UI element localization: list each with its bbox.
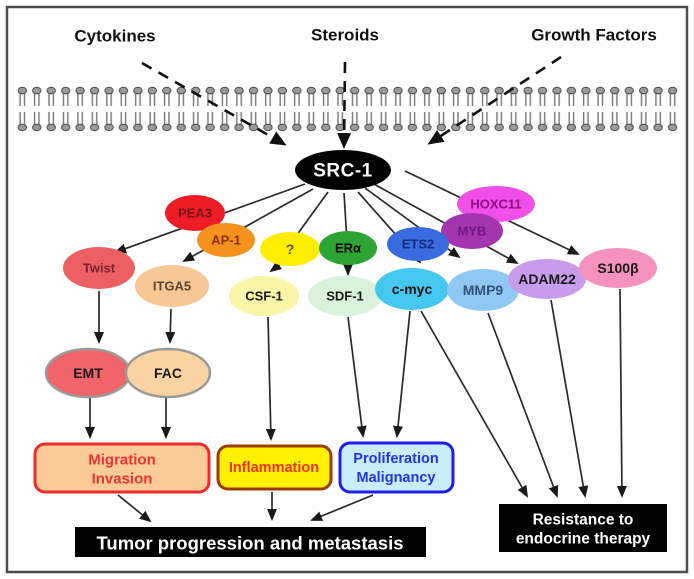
node-itga5: ITGA5 — [135, 265, 209, 307]
resistance-box: Resistance to endocrine therapy — [499, 504, 667, 552]
migration-label: Migration — [88, 452, 156, 469]
node-question-label: ? — [286, 241, 295, 257]
arrow-proliferation-to-tumor — [310, 494, 374, 521]
node-sdf1: SDF-1 — [308, 276, 382, 316]
tumor-progression-box: Tumor progression and metastasis — [75, 527, 426, 557]
arrow-cmyc-to-proliferation — [393, 310, 411, 438]
input-labels: Cytokines Steroids Growth Factors — [74, 26, 656, 46]
arrow-migration-to-tumor — [117, 494, 152, 523]
node-cmyc-label: c-myc — [392, 281, 433, 297]
growth-factors-label: Growth Factors — [531, 26, 657, 45]
node-adam22: ADAM22 — [508, 259, 586, 299]
node-s100b-label: S100β — [597, 260, 639, 276]
arrow-sdf1-to-proliferation — [347, 316, 367, 438]
node-adam22-label: ADAM22 — [518, 271, 576, 287]
node-cmyc: c-myc — [375, 268, 449, 310]
arrow-s100b-to-resistance — [616, 288, 627, 498]
cell-membrane — [15, 86, 680, 132]
node-mmp9: MMP9 — [447, 269, 519, 311]
node-src1-label: SRC-1 — [313, 161, 373, 182]
resistance-label-line1: Resistance to — [533, 512, 634, 529]
node-twist: Twist — [63, 247, 135, 289]
proliferation-malignancy-box: Proliferation Malignancy — [338, 441, 455, 494]
invasion-label: Invasion — [92, 471, 153, 488]
node-pea3: PEA3 — [165, 195, 225, 231]
node-fac-label: FAC — [154, 365, 182, 381]
malignancy-label: Malignancy — [357, 470, 436, 486]
arrow-csf1-to-inflammation — [265, 316, 276, 441]
input-arrows — [141, 55, 562, 149]
node-ap1-label: AP-1 — [211, 233, 241, 248]
arrow-cmyc-to-resistance — [420, 310, 528, 498]
node-era-label: ERα — [335, 241, 361, 256]
node-ets2: ETS2 — [387, 227, 449, 261]
node-myb-label: MYB — [458, 224, 487, 239]
proliferation-label: Proliferation — [353, 451, 438, 467]
node-emt: EMT — [44, 347, 132, 399]
target-gene-nodes: Twist ITGA5 CSF-1 SDF-1 c-myc MMP9 ADAM2… — [63, 247, 657, 316]
steroids-label: Steroids — [311, 26, 379, 45]
node-ets2-label: ETS2 — [402, 237, 435, 252]
node-ap1: AP-1 — [197, 223, 255, 257]
tumor-progression-label: Tumor progression and metastasis — [96, 533, 403, 554]
node-csf1: CSF-1 — [229, 276, 299, 316]
resistance-label-line2: endocrine therapy — [516, 531, 651, 548]
arrow-cytokines-to-src1 — [141, 61, 287, 146]
node-question: ? — [260, 232, 320, 266]
arrow-steroids-to-src1 — [337, 61, 352, 149]
node-emt-label: EMT — [73, 365, 103, 381]
node-pea3-label: PEA3 — [178, 206, 212, 221]
node-hoxc11-label: HOXC11 — [470, 197, 521, 212]
migration-invasion-box: Migration Invasion — [33, 442, 211, 494]
arrow-mmp9-to-resistance — [487, 312, 559, 498]
node-hoxc11: HOXC11 — [457, 186, 535, 222]
arrow-adam22-to-resistance — [550, 299, 589, 498]
node-itga5-label: ITGA5 — [153, 279, 191, 294]
inflammation-box: Inflammation — [216, 444, 333, 491]
node-twist-label: Twist — [83, 261, 116, 276]
node-era: ERα — [319, 231, 377, 265]
inflammation-label: Inflammation — [229, 460, 319, 476]
arrow-itga5-to-fac — [165, 308, 176, 344]
node-mmp9-label: MMP9 — [463, 282, 504, 298]
transcription-factor-nodes: PEA3 AP-1 ? ERα HOXC11 MYB ETS2 — [165, 186, 535, 266]
outcome-boxes: Migration Invasion Inflammation Prolifer… — [33, 441, 667, 557]
arrow-growthfactors-to-src1 — [427, 55, 562, 145]
node-src1: SRC-1 — [295, 150, 391, 190]
node-csf1-label: CSF-1 — [245, 289, 283, 304]
node-myb: MYB — [441, 213, 503, 249]
node-s100b: S100β — [579, 248, 657, 288]
node-fac: FAC — [124, 347, 212, 399]
cytokines-label: Cytokines — [74, 27, 155, 46]
node-sdf1-label: SDF-1 — [326, 289, 364, 304]
